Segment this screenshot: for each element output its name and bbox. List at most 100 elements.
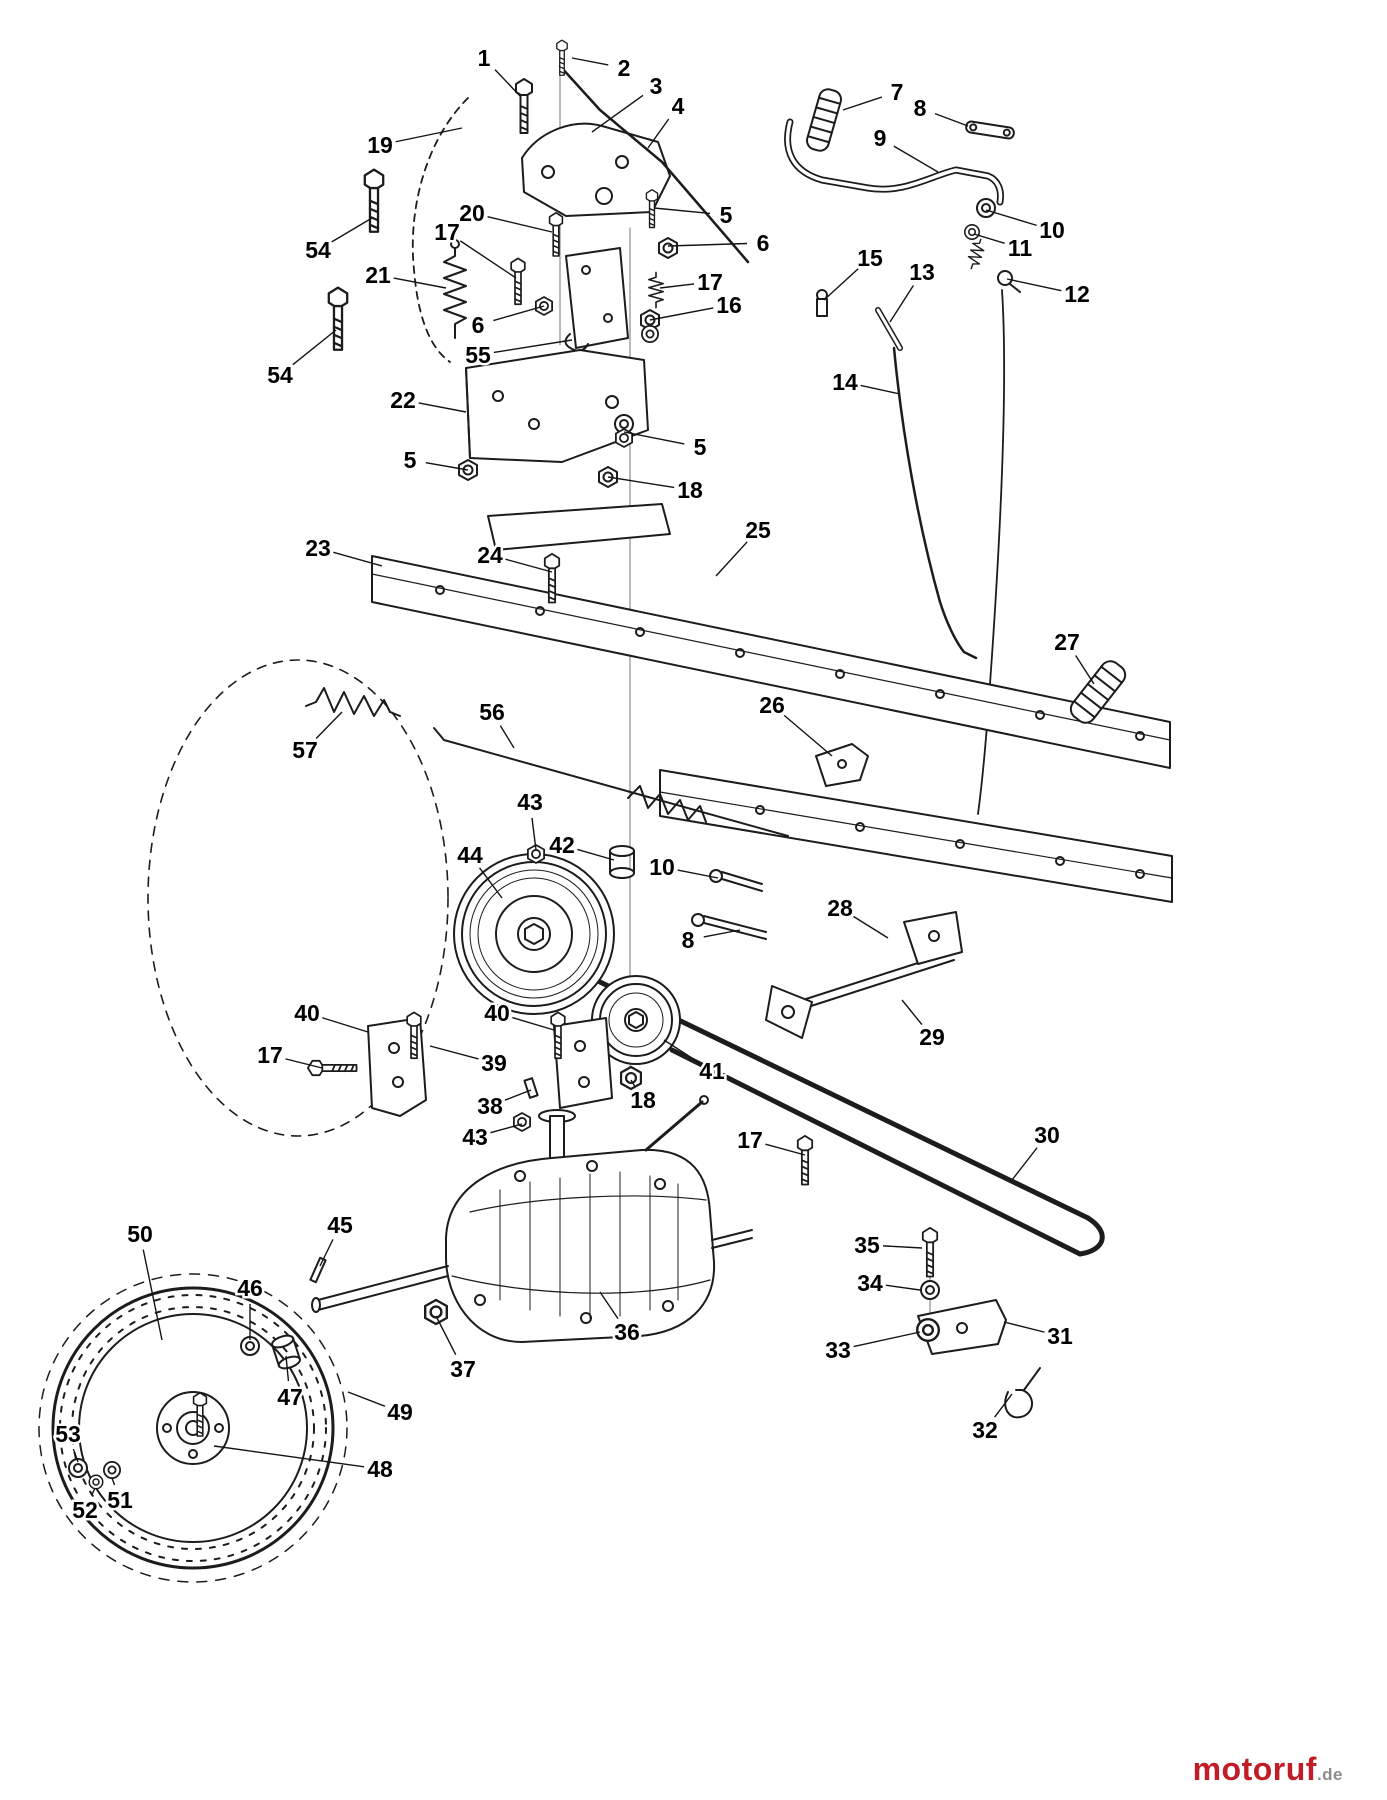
leader-line <box>571 57 609 66</box>
leader-line <box>649 307 714 321</box>
linkage-parts <box>963 198 1021 293</box>
leader-line <box>111 1477 116 1486</box>
leader-line <box>885 1284 921 1291</box>
hex-bolt <box>556 39 568 76</box>
callout-label: 15 <box>857 245 883 271</box>
callout-label: 9 <box>874 125 887 151</box>
flat-washer <box>641 324 659 344</box>
leader-line <box>490 1123 523 1134</box>
leader-line <box>322 1017 369 1033</box>
leader-line <box>487 216 553 233</box>
callout-label: 45 <box>327 1212 353 1238</box>
flat-washer <box>916 1317 940 1343</box>
leader-line <box>647 118 670 149</box>
shift-rod <box>892 346 978 660</box>
leader-line <box>860 384 901 395</box>
hex-bolt <box>796 1135 814 1186</box>
callout-label: 43 <box>462 1124 488 1150</box>
leader-line <box>395 127 463 143</box>
leader-line <box>973 233 1005 245</box>
callout-label: 31 <box>1047 1323 1073 1349</box>
leader-line <box>347 1391 386 1407</box>
callout-label: 33 <box>825 1337 851 1363</box>
callout-label: 17 <box>257 1042 283 1068</box>
callout-label: 11 <box>1008 235 1033 261</box>
callout-label: 40 <box>294 1000 320 1026</box>
leader-line <box>435 1315 457 1356</box>
ball-joint <box>997 270 1013 286</box>
leader-line <box>425 462 469 471</box>
frame-rail-upper <box>371 555 1171 769</box>
callout-label: 13 <box>909 259 935 285</box>
hex-nut <box>658 237 678 259</box>
spring-hook <box>564 333 589 352</box>
axle-shaft-right <box>711 1229 753 1241</box>
square-key <box>523 1077 539 1099</box>
leader-line <box>599 1291 619 1320</box>
leader-line <box>607 476 675 489</box>
flange-nut <box>424 1298 448 1326</box>
brake-rod <box>977 289 1005 815</box>
callout-label: 54 <box>267 362 293 388</box>
callout-label: 46 <box>237 1275 263 1301</box>
callout-label: 4 <box>672 93 685 119</box>
callout-label: 48 <box>367 1456 393 1482</box>
leader-line <box>393 277 447 289</box>
callout-label: 22 <box>390 387 416 413</box>
callout-label: 5 <box>404 447 417 473</box>
watermark-suffix: .de <box>1316 1765 1343 1784</box>
leader-line <box>853 1331 921 1348</box>
callout-label: 56 <box>479 699 505 725</box>
callout-label: 17 <box>697 269 723 295</box>
transaxle <box>311 1095 753 1343</box>
leader-line <box>667 242 748 247</box>
callout-label: 2 <box>618 55 631 81</box>
leader-line <box>285 1058 323 1069</box>
callout-label: 8 <box>914 95 927 121</box>
leader-line <box>853 915 889 939</box>
leader-line <box>90 1487 96 1496</box>
leader-line <box>504 1089 532 1101</box>
knob-grip <box>806 88 842 152</box>
callout-label: 8 <box>682 927 695 953</box>
leader-line <box>985 209 1037 227</box>
callout-label: 36 <box>614 1319 640 1345</box>
callout-label: 19 <box>367 132 393 158</box>
hex-nut <box>619 1065 643 1091</box>
callout-label: 41 <box>699 1058 725 1084</box>
hex-bolt <box>548 212 564 257</box>
callout-label: 12 <box>1064 281 1090 307</box>
callout-label: 17 <box>434 219 460 245</box>
flat-washer <box>103 1461 121 1479</box>
chassis-bracket <box>815 743 869 787</box>
flat-washer <box>963 224 981 240</box>
clutch-rod <box>433 727 789 837</box>
leader-line <box>493 339 573 354</box>
callout-label: 17 <box>737 1127 763 1153</box>
leader-line <box>333 551 383 567</box>
callout-label: 40 <box>484 1000 510 1026</box>
leader-line <box>703 929 741 938</box>
callout-label: 16 <box>716 292 742 318</box>
leader-line <box>493 305 545 322</box>
small-spring <box>964 236 988 272</box>
leader-line <box>893 145 939 173</box>
pivot-bracket <box>564 247 629 352</box>
leader-line <box>285 1355 290 1382</box>
idler-pulley <box>591 975 681 1065</box>
leader-line <box>882 1245 923 1249</box>
clutch-cable <box>411 97 469 363</box>
callout-label: 55 <box>465 342 491 368</box>
callout-label: 51 <box>107 1487 133 1513</box>
leader-line <box>623 431 685 445</box>
watermark-brand: motoruf <box>1192 1751 1317 1787</box>
leader-line <box>783 714 833 757</box>
callout-label: 39 <box>481 1050 507 1076</box>
leader-line <box>765 1143 806 1156</box>
rear-wheel <box>38 1273 348 1583</box>
retainer-hook <box>1004 1367 1041 1419</box>
support-bracket-right <box>553 1017 613 1109</box>
